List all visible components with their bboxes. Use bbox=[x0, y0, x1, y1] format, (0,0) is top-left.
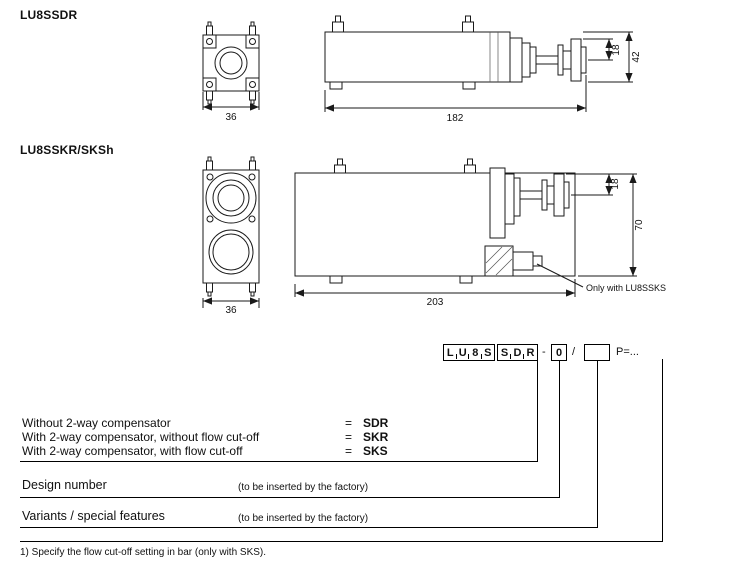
sks-cutoff-fitting bbox=[484, 245, 543, 277]
order-code-char: L bbox=[446, 346, 454, 359]
order-code-cell bbox=[585, 345, 609, 360]
equals-sign: = bbox=[345, 444, 353, 458]
sks-front-view bbox=[202, 156, 260, 297]
sdr-side-view bbox=[324, 15, 587, 90]
sks-callout-text: Only with LU8SSKS bbox=[586, 283, 666, 293]
order-code-char: D bbox=[513, 346, 522, 359]
order-code-suffix: P=... bbox=[616, 346, 639, 358]
drawing2-figure: Only with LU8SSKS 36 203 18 70 bbox=[202, 156, 666, 316]
order-code-box-variant bbox=[584, 344, 610, 361]
variants-note: (to be inserted by the factory) bbox=[238, 513, 369, 524]
sks-stem-dim: 18 bbox=[610, 178, 621, 190]
drawing1-title: LU8SSDR bbox=[20, 8, 78, 22]
order-code-dash: - bbox=[542, 346, 546, 358]
design-number-label: Design number bbox=[22, 478, 107, 492]
cell-divider bbox=[523, 354, 524, 359]
connector-type-vline bbox=[537, 361, 538, 461]
order-code-char: R bbox=[526, 346, 535, 359]
order-code-cell: 0 bbox=[552, 345, 566, 360]
order-code-char: 0 bbox=[555, 346, 563, 359]
sdr-stem-dim: 18 bbox=[611, 44, 622, 56]
rule-under-design-number bbox=[20, 497, 560, 498]
sks-side-view: Only with LU8SSKS bbox=[294, 158, 666, 293]
order-code-char: S bbox=[500, 346, 509, 359]
variant-row-code: SKR bbox=[363, 430, 389, 444]
rule-under-suffix bbox=[20, 541, 663, 542]
sks-width-dim: 36 bbox=[225, 305, 237, 316]
connector-design-vline bbox=[559, 361, 560, 497]
order-code-char: 8 bbox=[472, 346, 479, 359]
variant-row-label: With 2-way compensator, with flow cut-of… bbox=[22, 444, 243, 458]
sks-valve-assembly bbox=[489, 167, 570, 239]
sdr-length-dim: 182 bbox=[447, 113, 464, 124]
order-code-cell: S bbox=[482, 345, 495, 360]
order-code-box-type: S D R bbox=[497, 344, 538, 361]
drawing1-figure: 36 182 18 42 bbox=[202, 15, 642, 124]
order-code-cell: R bbox=[524, 345, 537, 360]
connector-suffix-vline bbox=[662, 359, 663, 541]
order-code-box-design: 0 bbox=[551, 344, 567, 361]
sdr-dimensions: 36 182 18 42 bbox=[202, 31, 642, 124]
variant-row-code: SKS bbox=[363, 444, 388, 458]
sdr-height-dim: 42 bbox=[631, 51, 642, 63]
order-code-char: U bbox=[458, 346, 467, 359]
variant-row-code: SDR bbox=[363, 416, 389, 430]
variant-row-label: Without 2-way compensator bbox=[22, 416, 171, 430]
order-code-cell: D bbox=[511, 345, 524, 360]
sdr-valve-assembly bbox=[509, 37, 587, 83]
cell-divider bbox=[455, 354, 457, 359]
equals-sign: = bbox=[345, 416, 353, 430]
sks-length-dim: 203 bbox=[427, 297, 444, 308]
design-number-note: (to be inserted by the factory) bbox=[238, 482, 369, 493]
order-code-cell: U bbox=[457, 345, 469, 360]
cell-divider bbox=[510, 354, 511, 359]
sks-height-dim: 70 bbox=[634, 219, 645, 231]
rule-under-variants bbox=[20, 527, 598, 528]
cell-divider bbox=[468, 354, 469, 359]
sdr-front-view bbox=[202, 21, 260, 105]
order-code-char: S bbox=[484, 346, 492, 359]
rule-under-type-rows bbox=[20, 461, 538, 462]
order-code-cell: L bbox=[444, 345, 457, 360]
order-code-cell: 8 bbox=[469, 345, 482, 360]
drawing2-title: LU8SSKR/SKSh bbox=[20, 143, 114, 157]
sks-dimensions: 36 203 18 70 bbox=[202, 173, 645, 316]
variant-row-label: With 2-way compensator, without flow cut… bbox=[22, 430, 260, 444]
order-code-cell: S bbox=[498, 345, 511, 360]
order-code-box-series: L U 8 S bbox=[443, 344, 495, 361]
cell-divider bbox=[480, 354, 482, 359]
order-code-slash: / bbox=[572, 346, 576, 358]
footnote: 1) Specify the flow cut-off setting in b… bbox=[20, 547, 267, 558]
connector-variant-vline bbox=[597, 361, 598, 527]
sdr-width-dim: 36 bbox=[225, 112, 237, 123]
equals-sign: = bbox=[345, 430, 353, 444]
variants-label: Variants / special features bbox=[22, 509, 165, 523]
